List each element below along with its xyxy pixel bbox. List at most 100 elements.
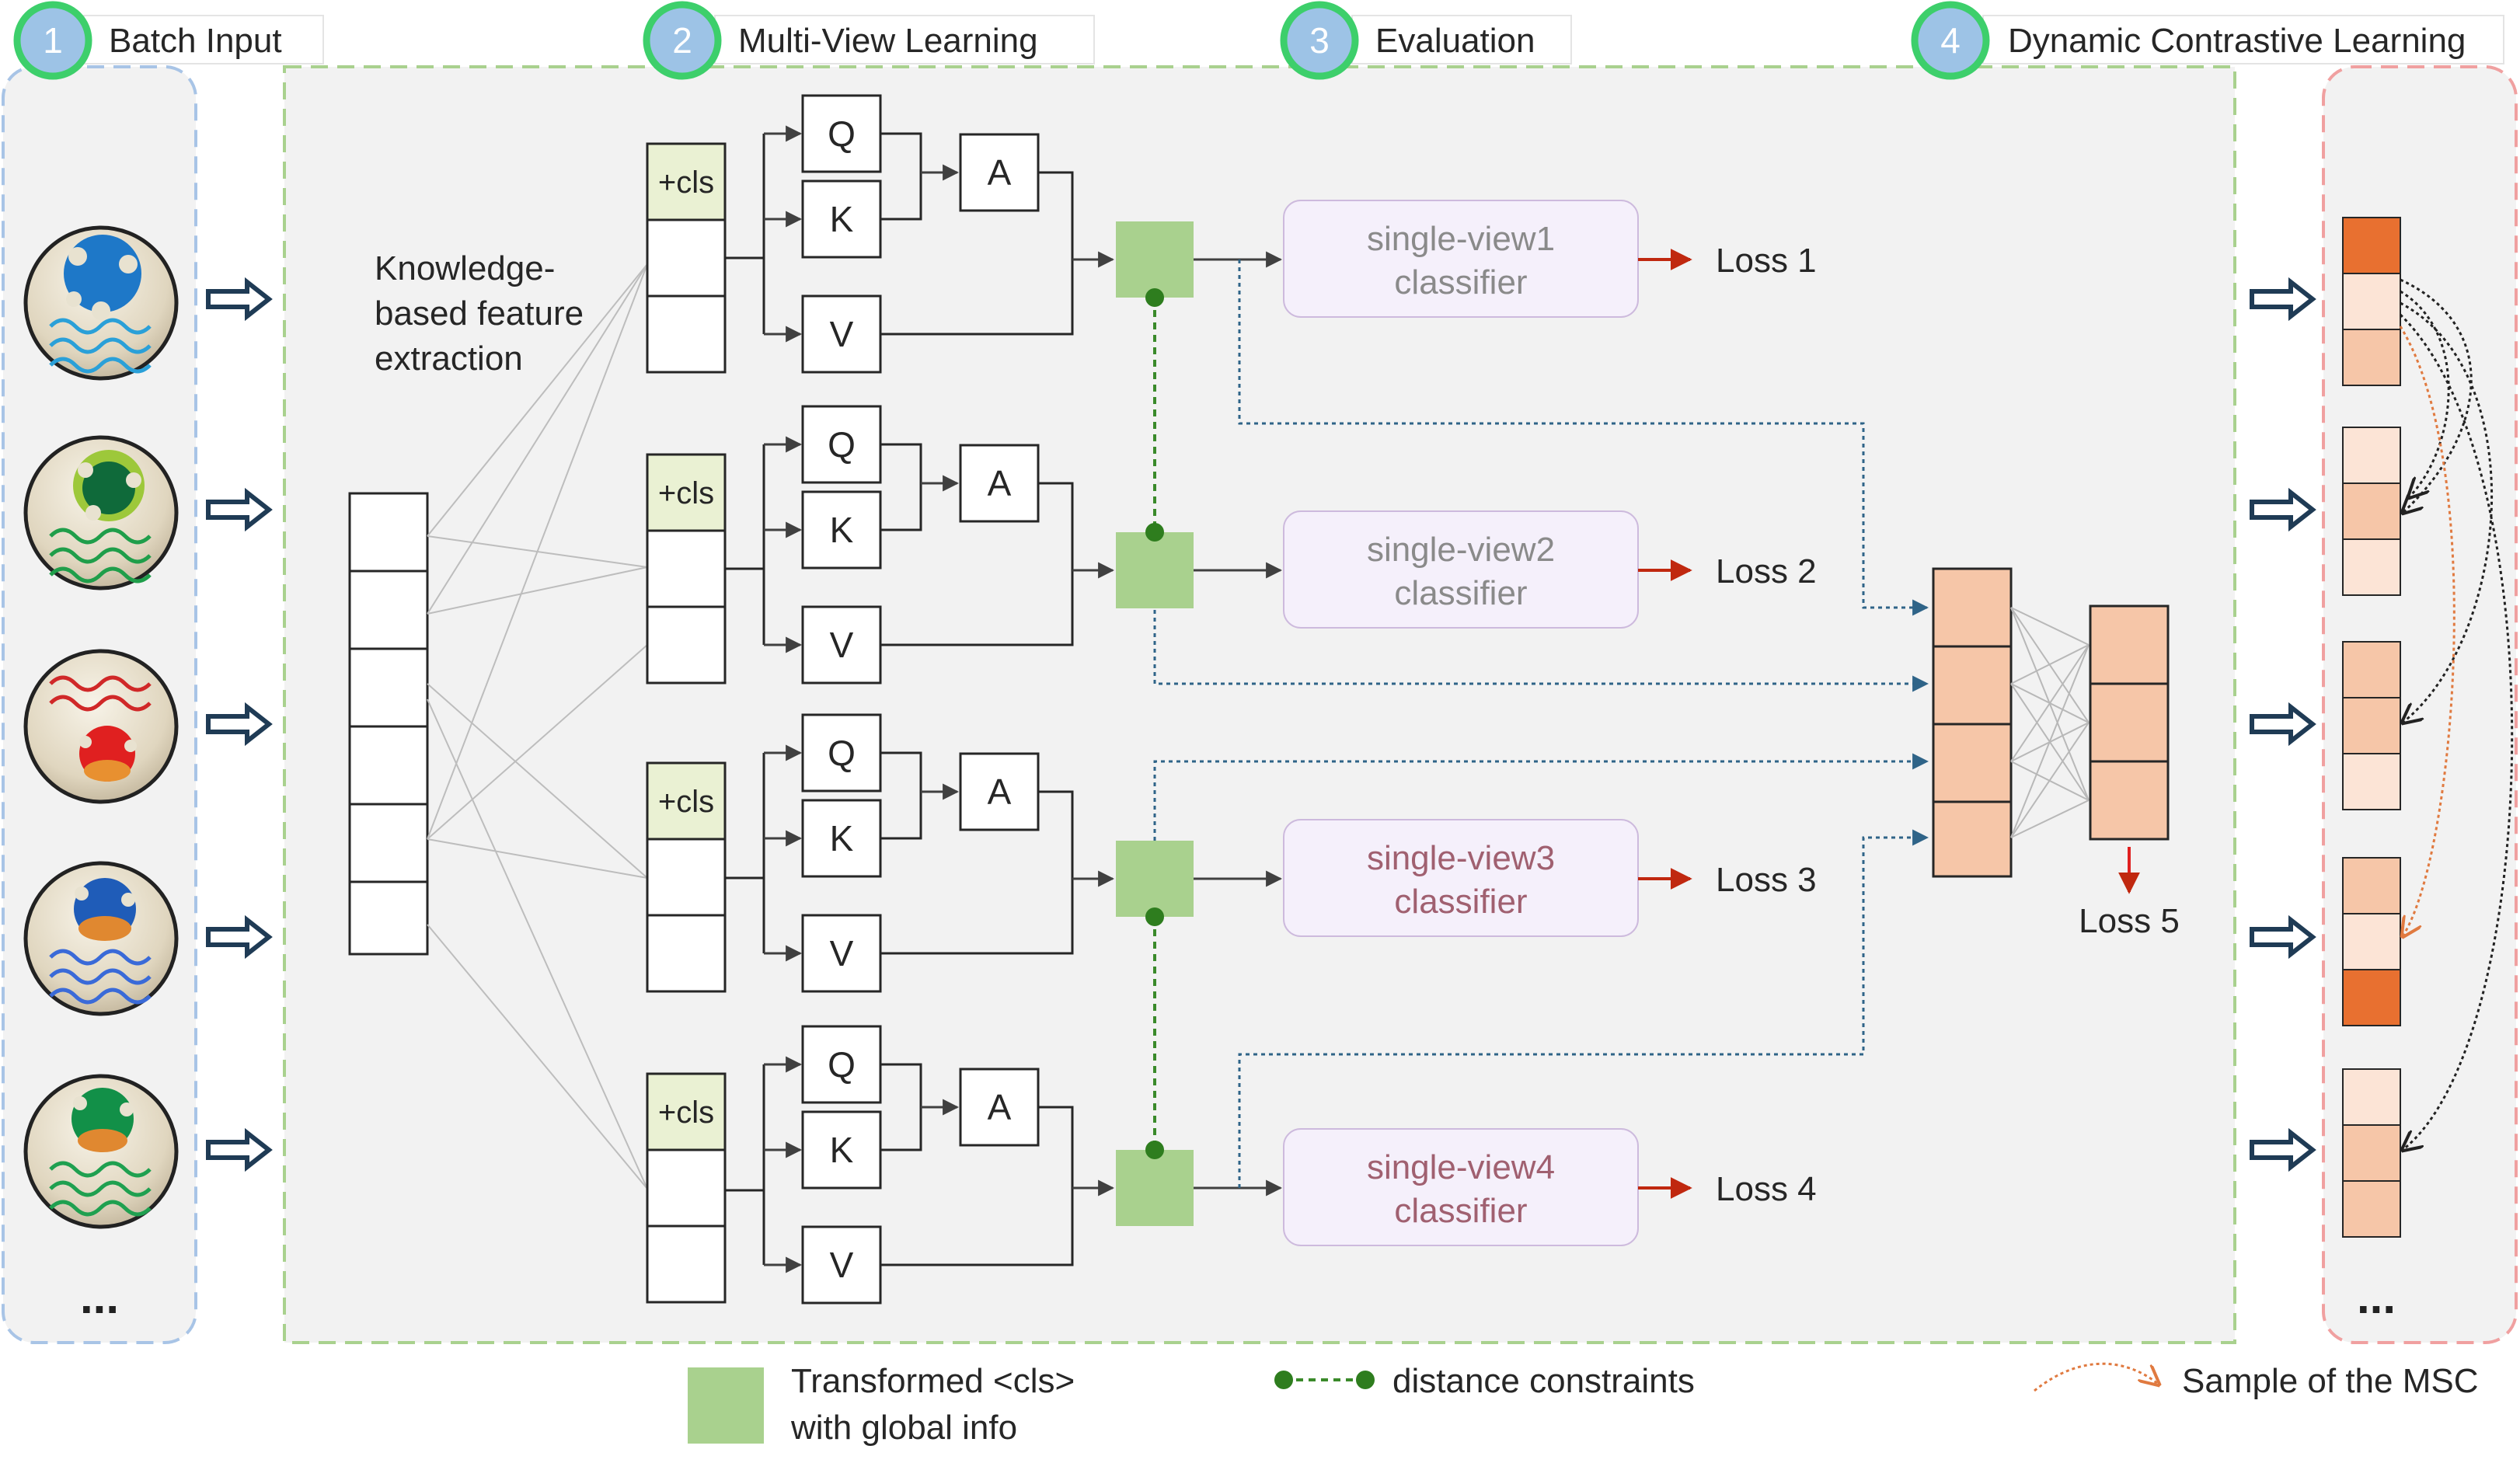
sample-stack-2 <box>2342 427 2401 596</box>
loss-5-label: Loss 5 <box>2079 902 2180 940</box>
cls-label-3: +cls <box>658 785 714 819</box>
batch-ellipsis: ... <box>80 1271 119 1323</box>
transformed-cls-1 <box>1116 221 1194 298</box>
contrastive-ellipsis: ... <box>2357 1271 2396 1323</box>
value-box-1 <box>801 294 882 374</box>
stage-badge-3 <box>1280 1 1359 80</box>
loss-1-label: Loss 1 <box>1716 242 1817 280</box>
protein-ligand-icon-5 <box>23 1074 179 1229</box>
query-label-1: Q <box>828 113 856 154</box>
cls-token-4 <box>646 1072 727 1151</box>
loss-4-label: Loss 4 <box>1716 1170 1817 1208</box>
fusion-output-vector <box>2089 604 2170 841</box>
feature-extraction-label-line3: extraction <box>375 340 523 378</box>
input-arrow-4 <box>208 920 269 954</box>
feature-view-connections <box>427 263 648 1190</box>
transformed-cls-4 <box>1116 1150 1194 1226</box>
transformed-cls-2 <box>1116 532 1194 608</box>
stage-header-2: 2 Multi-View Learning <box>643 1 1095 80</box>
cls-token-2 <box>646 453 727 532</box>
classifier-3-label-line2: classifier <box>1394 883 1527 921</box>
view-branch-3: +cls Q K V A single-view3 classifier Los… <box>646 713 1817 993</box>
stage-badge-2 <box>643 1 722 80</box>
query-label-2: Q <box>828 424 856 465</box>
transformed-cls-3 <box>1116 841 1194 917</box>
query-box-4 <box>801 1025 882 1104</box>
stage-badge-4 <box>1911 1 1990 80</box>
classifier-4-label-line1: single-view4 <box>1367 1148 1555 1186</box>
loss-3-label: Loss 3 <box>1716 861 1817 899</box>
feature-extraction-label-line2: based feature <box>375 294 584 333</box>
protein-ligand-icon-1 <box>23 225 179 381</box>
view-branch-2: +cls Q K V A single-view2 classifier Los… <box>646 405 1817 684</box>
cls-label-4: +cls <box>658 1096 714 1130</box>
contrastive-arrow-1 <box>2252 282 2313 316</box>
key-label-3: K <box>830 818 854 859</box>
classifier-1-label-line1: single-view1 <box>1367 220 1555 258</box>
contrastive-pair-arrows <box>2400 278 2514 1150</box>
fusion-connectors <box>1153 260 1929 1188</box>
query-box-2 <box>801 405 882 484</box>
attention-box-4 <box>959 1068 1040 1147</box>
protein-ligand-icon-2 <box>23 435 179 590</box>
value-label-1: V <box>830 314 854 354</box>
query-box-1 <box>801 94 882 173</box>
fusion-input-vector <box>1932 567 2013 878</box>
legend-transformed-line1: Transformed <cls> <box>791 1362 1075 1400</box>
stage-label-1: Batch Input <box>109 22 282 60</box>
legend-transformed-line2: with global info <box>790 1409 1017 1447</box>
key-label-4: K <box>830 1130 854 1170</box>
protein-ligand-icon-3 <box>23 649 179 804</box>
stage-badge-1 <box>13 1 92 80</box>
stage-header-3: 3 Evaluation <box>1280 1 1572 80</box>
stage-label-2: Multi-View Learning <box>738 22 1038 60</box>
classifier-2-label-line1: single-view2 <box>1367 531 1555 569</box>
stage-number-3: 3 <box>1309 20 1330 61</box>
contrastive-arrow-4 <box>2252 920 2313 954</box>
input-arrow-5 <box>208 1133 269 1167</box>
multi-view-panel <box>283 65 2236 1344</box>
contrastive-arrow-5 <box>2252 1133 2313 1167</box>
stage-header-4: 4 Dynamic Contrastive Learning <box>1911 1 2504 80</box>
feature-vector <box>348 492 429 956</box>
input-arrow-3 <box>208 707 269 741</box>
attention-box-1 <box>959 133 1040 212</box>
attention-label-4: A <box>988 1087 1012 1127</box>
key-box-4 <box>801 1110 882 1190</box>
loss-2-label: Loss 2 <box>1716 552 1817 590</box>
value-box-4 <box>801 1225 882 1305</box>
legend-transformed-swatch <box>688 1367 764 1444</box>
classifier-1-label-line2: classifier <box>1394 263 1527 301</box>
key-box-2 <box>801 490 882 570</box>
legend-msc-label: Sample of the MSC <box>2182 1362 2479 1400</box>
attention-label-1: A <box>988 152 1012 193</box>
feature-extraction-label-line1: Knowledge- <box>375 249 555 287</box>
attention-box-2 <box>959 444 1040 523</box>
value-label-4: V <box>830 1245 854 1285</box>
sample-stack-5 <box>2342 1068 2401 1238</box>
fusion-mlp-connections <box>2010 607 2090 838</box>
protein-ligand-icon-4 <box>23 861 179 1016</box>
view-branch-4: +cls Q K V A single-view4 classifier Los… <box>646 1025 1817 1305</box>
value-label-2: V <box>830 625 854 665</box>
value-box-2 <box>801 605 882 684</box>
cls-label-1: +cls <box>658 165 714 200</box>
stage-number-4: 4 <box>1940 20 1961 61</box>
query-box-3 <box>801 713 882 792</box>
contrastive-arrow-3 <box>2252 707 2313 741</box>
sample-stack-1 <box>2342 217 2401 386</box>
stage-header-1: 1 Batch Input <box>13 1 324 80</box>
key-label-1: K <box>830 199 854 239</box>
sample-stack-3 <box>2342 641 2401 810</box>
legend-distance-symbol <box>1274 1371 1375 1389</box>
classifier-2-label-line2: classifier <box>1394 574 1527 612</box>
input-arrow-2 <box>208 493 269 527</box>
cls-token-3 <box>646 761 727 841</box>
key-label-2: K <box>830 510 854 550</box>
attention-label-2: A <box>988 463 1012 503</box>
stage-number-2: 2 <box>672 20 692 61</box>
view-branch-1: +cls Q K V A single-view1 classifier Los… <box>646 94 1817 374</box>
input-arrow-1 <box>208 282 269 316</box>
stage-label-3: Evaluation <box>1375 22 1535 60</box>
